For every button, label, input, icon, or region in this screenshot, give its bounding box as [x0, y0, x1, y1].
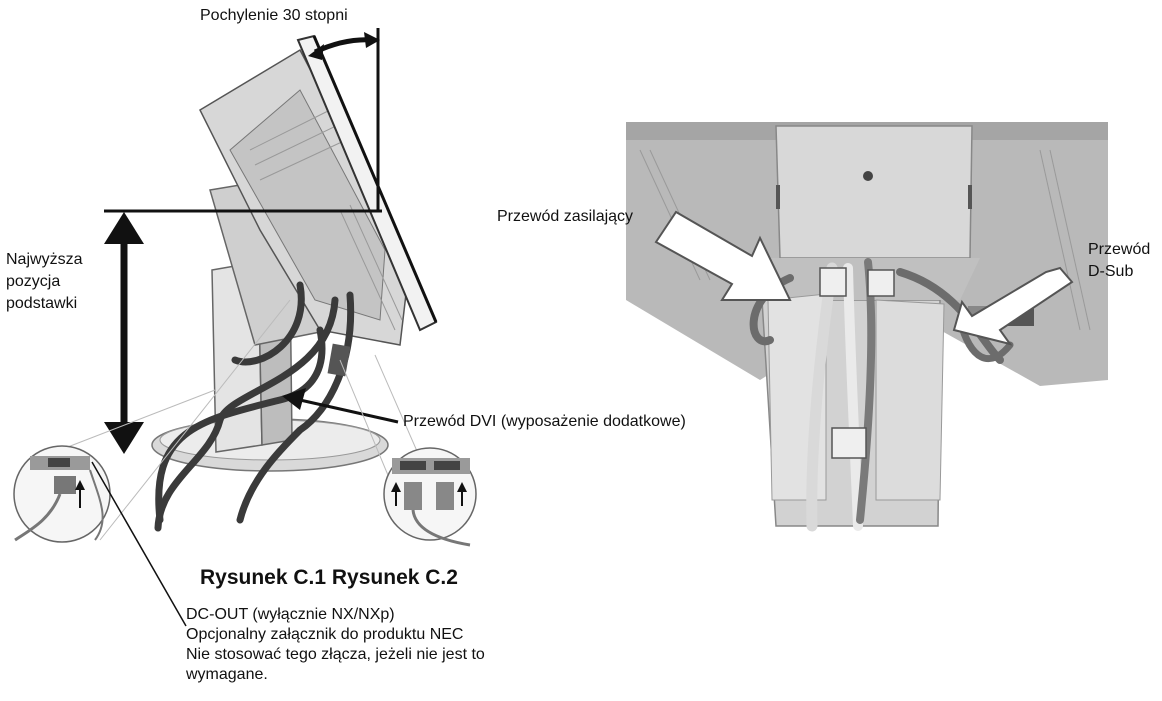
dsub-cable-label-line1: Przewód [1088, 241, 1151, 258]
height-label-line1: Najwyższa [6, 251, 83, 268]
dc-out-note-line3: Nie stosować tego złącza, jeżeli nie jes… [186, 646, 485, 663]
figure-caption: Rysunek C.1 Rysunek C.2 [200, 566, 458, 589]
detail-circle-signal [339, 354, 477, 547]
tilt-label: Pochylenie 30 stopni [200, 7, 348, 24]
power-cable-arrow [654, 210, 792, 301]
tilt-indicator [308, 28, 380, 212]
dc-out-note-line2: Opcjonalny załącznik do produktu NEC [186, 626, 464, 643]
power-cable-label: Przewód zasilający [497, 208, 634, 225]
figure-c2-cable-management-photo [626, 122, 1108, 532]
dsub-cable-label-line2: D-Sub [1088, 263, 1134, 280]
dc-out-note-line1: DC-OUT (wyłącznie NX/NXp) [186, 606, 395, 623]
dc-out-note: DC-OUT (wyłącznie NX/NXp) Opcjonalny zał… [186, 605, 485, 685]
dsub-cable-arrow [952, 266, 1074, 346]
height-label-line2: pozycja [6, 273, 61, 290]
dvi-cable-label: Przewód DVI (wyposażenie dodatkowe) [403, 413, 686, 430]
height-label-line3: podstawki [6, 295, 78, 312]
height-indicator [104, 209, 382, 454]
dc-out-note-line4: wymagane. [186, 666, 268, 683]
dvi-pointer-arrow [282, 388, 399, 424]
figure-c1-monitor-side-view [151, 34, 438, 532]
detail-circle-power [13, 299, 291, 627]
